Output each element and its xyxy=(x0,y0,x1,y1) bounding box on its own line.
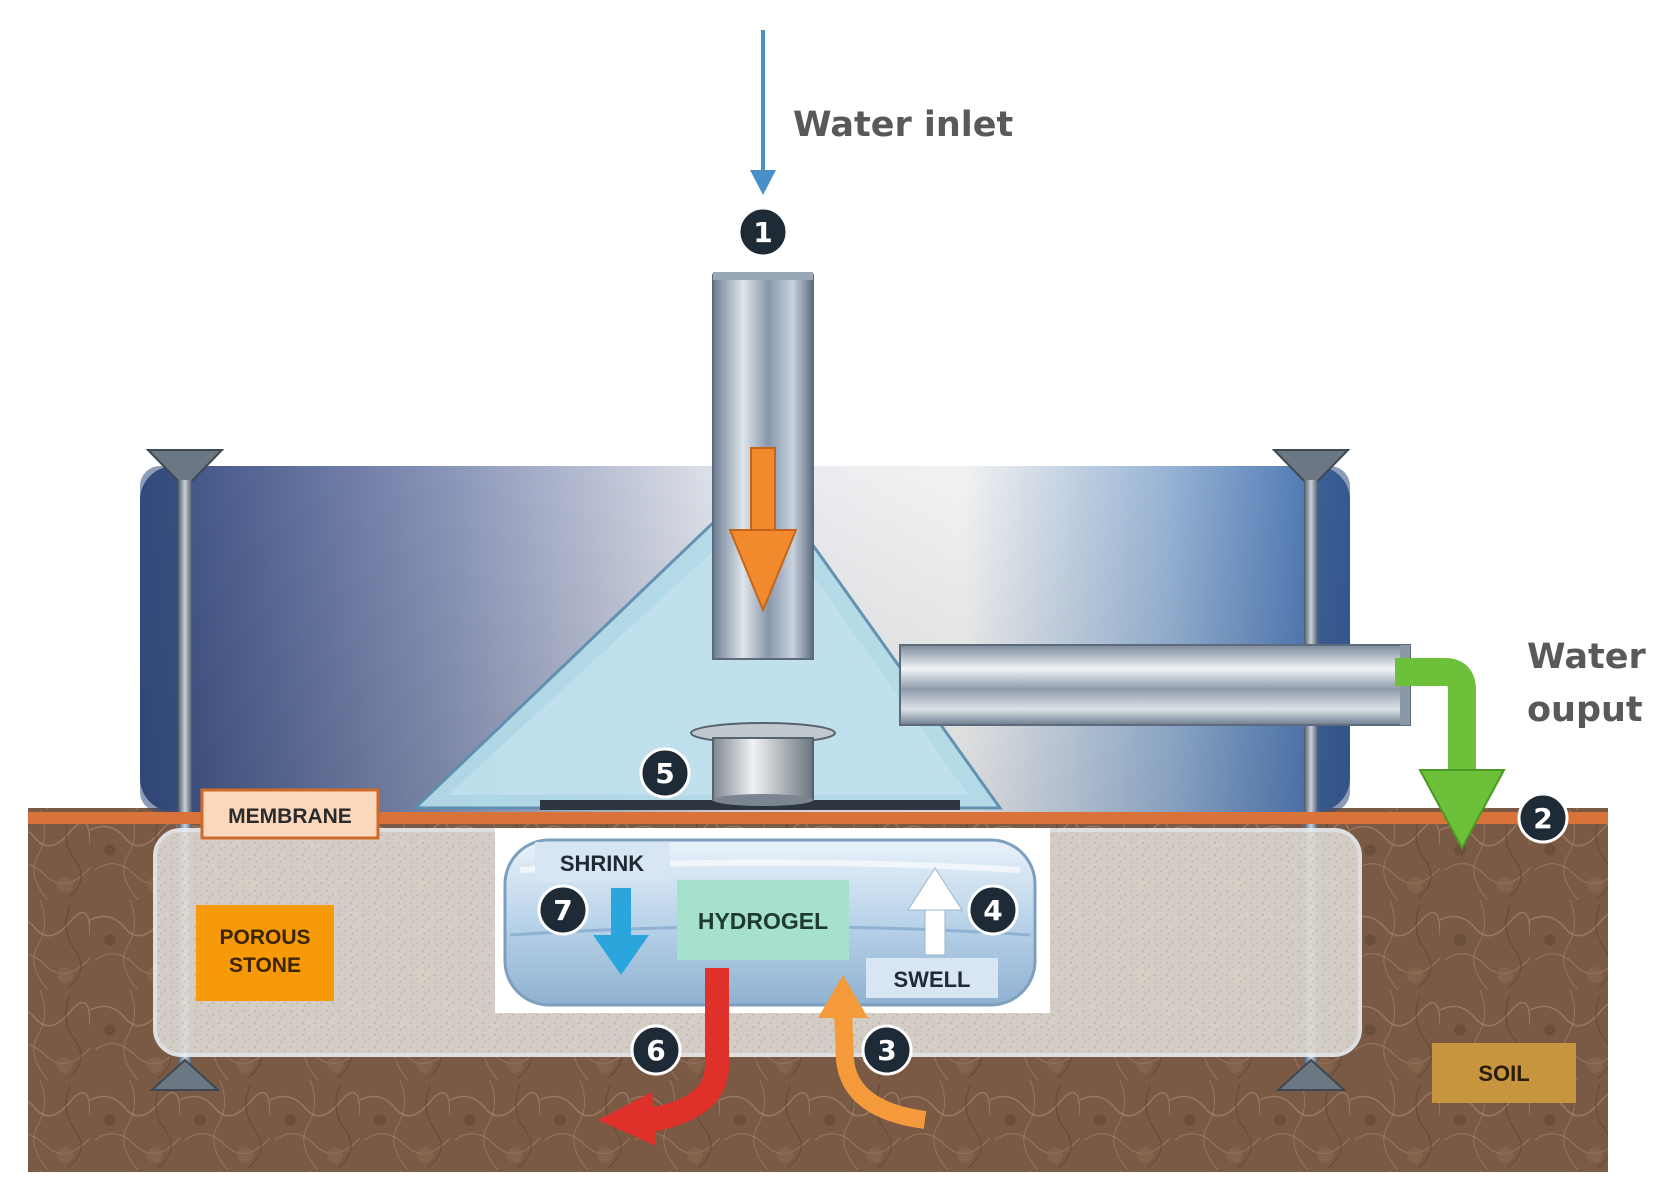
valve xyxy=(690,722,836,806)
svg-text:4: 4 xyxy=(983,894,1002,927)
membrane-label: MEMBRANE xyxy=(200,788,380,840)
membrane-label-text: MEMBRANE xyxy=(228,805,352,828)
svg-text:7: 7 xyxy=(553,894,572,927)
step-marker-2: 2 xyxy=(1517,792,1569,844)
uptake-arrow xyxy=(818,975,927,1129)
porous-stone-label-line2: STONE xyxy=(229,954,301,977)
water-inlet-label: Water inlet xyxy=(793,105,1013,145)
output-pipe xyxy=(899,644,1411,726)
swell-label: SWELL xyxy=(866,958,998,998)
svg-text:1: 1 xyxy=(753,216,772,249)
step-marker-7: 7 xyxy=(537,884,589,936)
water-output-arrow xyxy=(1395,658,1506,851)
water-output-label-line1: Water xyxy=(1527,637,1646,677)
svg-text:2: 2 xyxy=(1533,802,1552,835)
shrink-arrow xyxy=(593,888,649,975)
step-marker-4: 4 xyxy=(967,884,1019,936)
step-marker-5: 5 xyxy=(639,747,691,799)
step-marker-1: 1 xyxy=(737,206,789,258)
svg-text:6: 6 xyxy=(646,1034,665,1067)
inflow-arrow xyxy=(728,447,798,613)
water-output-label-line2: ouput xyxy=(1527,690,1643,730)
soil-label: SOIL xyxy=(1432,1043,1576,1103)
shrink-label: SHRINK xyxy=(535,842,670,882)
release-arrow xyxy=(598,968,729,1146)
swell-label-text: SWELL xyxy=(894,967,971,992)
step-marker-3: 3 xyxy=(861,1024,913,1076)
shrink-label-text: SHRINK xyxy=(560,851,644,876)
membrane-line xyxy=(28,812,1608,824)
swell-arrow xyxy=(907,867,963,956)
porous-stone-label-line1: POROUS xyxy=(219,926,310,949)
hydrogel-label: HYDROGEL xyxy=(677,880,849,960)
svg-text:5: 5 xyxy=(655,757,674,790)
soil-label-text: SOIL xyxy=(1478,1061,1529,1086)
water-inlet-arrow xyxy=(750,30,776,195)
svg-text:3: 3 xyxy=(877,1034,896,1067)
hydrogel-label-text: HYDROGEL xyxy=(698,908,828,934)
step-marker-6: 6 xyxy=(630,1024,682,1076)
porous-stone-label: POROUS STONE xyxy=(196,905,334,1001)
